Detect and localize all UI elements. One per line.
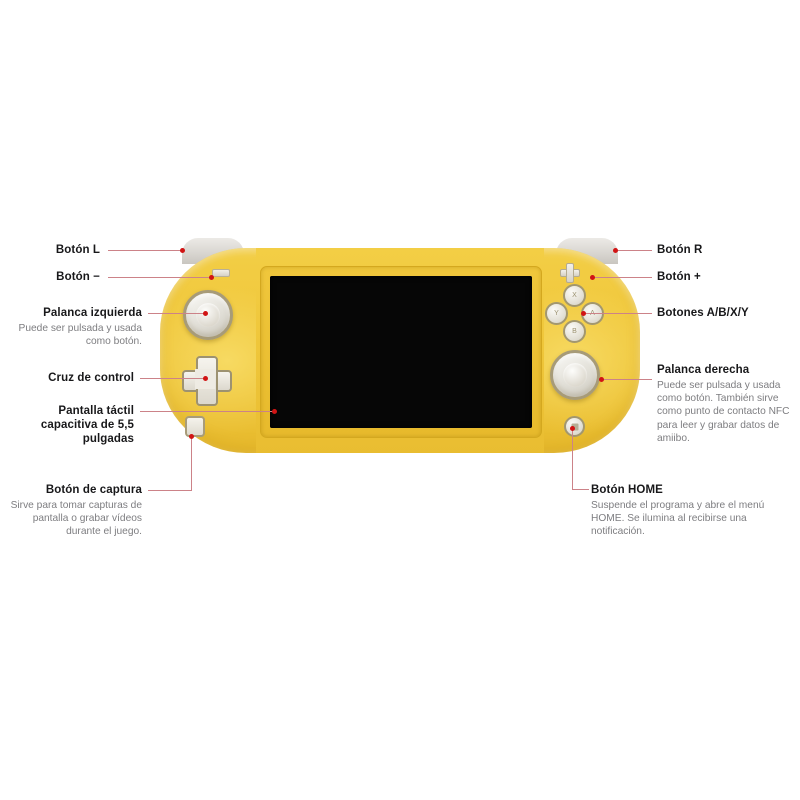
annotation-boton-menos: Botón − — [0, 270, 100, 284]
leader-line-pantalla-tactil — [140, 411, 275, 412]
annotation-palanca-derecha: Palanca derecha Puede ser pulsada y usad… — [657, 363, 797, 445]
annotation-pantalla-tactil: Pantalla táctil capacitiva de 5,5 pulgad… — [10, 404, 134, 446]
annotation-description: Suspende el programa y abre el menú HOME… — [591, 500, 765, 538]
leader-line-cruz-de-control — [140, 378, 205, 379]
button-y[interactable]: Y — [545, 302, 568, 325]
leader-line-boton-home-vertical — [572, 430, 573, 490]
leader-line-boton-l — [108, 250, 183, 251]
annotation-boton-de-captura: Botón de captura Sirve para tomar captur… — [0, 483, 142, 539]
annotation-palanca-izquierda: Palanca izquierda Puede ser pulsada y us… — [0, 306, 142, 348]
hotspot-cruz-de-control — [203, 376, 208, 381]
plus-button[interactable] — [560, 263, 580, 283]
hotspot-palanca-derecha — [599, 377, 604, 382]
leader-line-boton-home-horizontal — [572, 489, 589, 490]
annotation-title: Botón HOME — [591, 484, 663, 496]
leader-line-boton-mas — [593, 277, 652, 278]
annotation-boton-l: Botón L — [0, 243, 100, 257]
button-x[interactable]: X — [563, 284, 586, 307]
screen-bezel — [260, 266, 542, 438]
hotspot-boton-r — [613, 248, 618, 253]
leader-line-botones-abxy — [584, 313, 652, 314]
minus-button[interactable] — [212, 269, 230, 277]
annotation-title: Botón − — [56, 271, 100, 283]
annotation-title: Pantalla táctil capacitiva de 5,5 pulgad… — [40, 405, 134, 445]
hotspot-boton-l — [180, 248, 185, 253]
annotation-title: Palanca derecha — [657, 364, 750, 376]
annotation-title: Botón R — [657, 244, 703, 256]
annotation-cruz-de-control: Cruz de control — [0, 371, 134, 385]
hotspot-palanca-izquierda — [203, 311, 208, 316]
annotation-description: Puede ser pulsada y usada como botón. — [18, 323, 142, 348]
leader-line-boton-r — [616, 250, 652, 251]
annotation-title: Cruz de control — [48, 372, 134, 384]
right-analog-stick[interactable] — [550, 350, 600, 400]
annotation-boton-mas: Botón + — [657, 270, 797, 284]
annotation-title: Botones A/B/X/Y — [657, 307, 749, 319]
annotation-boton-r: Botón R — [657, 243, 797, 257]
plus-icon-vertical-bar — [566, 263, 574, 283]
button-b[interactable]: B — [563, 320, 586, 343]
annotation-boton-home: Botón HOME Suspende el programa y abre e… — [591, 483, 796, 539]
dpad-control[interactable] — [182, 356, 232, 406]
hotspot-boton-mas — [590, 275, 595, 280]
switch-lite-console: X Y A B — [160, 238, 640, 453]
capture-button[interactable] — [185, 416, 205, 437]
annotation-description: Puede ser pulsada y usada como botón. Ta… — [657, 380, 790, 444]
annotation-title: Botón L — [55, 244, 100, 256]
hotspot-pantalla-tactil — [272, 409, 277, 414]
leader-line-boton-menos — [108, 277, 212, 278]
leader-line-boton-de-captura-vertical — [191, 438, 192, 491]
leader-line-boton-de-captura-horizontal — [148, 490, 192, 491]
annotation-description: Sirve para tomar capturas de pantalla o … — [10, 500, 142, 538]
face-button-cluster: X Y A B — [545, 284, 604, 343]
annotation-title: Palanca izquierda — [43, 307, 142, 319]
hotspot-boton-de-captura — [189, 434, 194, 439]
left-analog-stick[interactable] — [183, 290, 233, 340]
annotation-botones-abxy: Botones A/B/X/Y — [657, 306, 797, 320]
hotspot-botones-abxy — [581, 311, 586, 316]
hotspot-boton-menos — [209, 275, 214, 280]
leader-line-palanca-izquierda — [148, 313, 204, 314]
hotspot-boton-home — [570, 426, 575, 431]
annotation-title: Botón + — [657, 271, 701, 283]
touch-screen[interactable] — [270, 276, 532, 428]
leader-line-palanca-derecha — [602, 379, 652, 380]
annotation-title: Botón de captura — [45, 484, 142, 496]
